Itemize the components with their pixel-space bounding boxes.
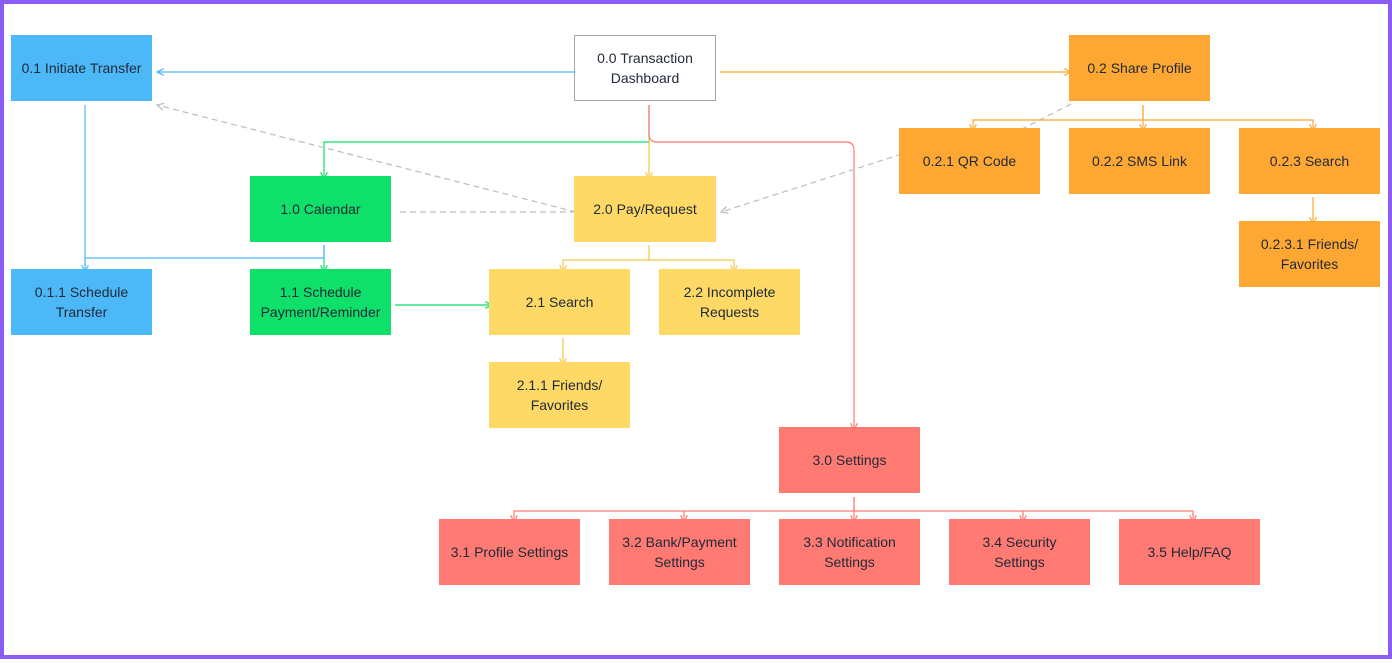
node-settings[interactable]: 3.0 Settings bbox=[779, 427, 920, 493]
edge-settings-to-help bbox=[1023, 510, 1193, 522]
node-schedule-payment-reminder[interactable]: 1.1 Schedule Payment/Reminder bbox=[250, 269, 391, 335]
node-profile-friends-favorites[interactable]: 0.2.3.1 Friends/ Favorites bbox=[1239, 221, 1380, 287]
node-initiate-transfer[interactable]: 0.1 Initiate Transfer bbox=[11, 35, 152, 101]
edge-pay-request-to-initiate-transfer-dashed bbox=[157, 105, 577, 213]
node-incomplete-requests[interactable]: 2.2 Incomplete Requests bbox=[659, 269, 800, 335]
edge-dashboard-to-calendar bbox=[324, 105, 650, 179]
edge-pay-request-to-incomplete bbox=[649, 259, 734, 272]
edge-dashboard-to-settings bbox=[648, 105, 854, 430]
node-transaction-dashboard[interactable]: 0.0 Transaction Dashboard bbox=[574, 35, 716, 101]
node-pay-search[interactable]: 2.1 Search bbox=[489, 269, 630, 335]
edge-share-profile-to-search bbox=[1143, 119, 1313, 131]
node-profile-settings[interactable]: 3.1 Profile Settings bbox=[439, 519, 580, 585]
edge-calendar-to-schedule-transfer bbox=[84, 245, 325, 272]
node-security-settings[interactable]: 3.4 Security Settings bbox=[949, 519, 1090, 585]
node-schedule-transfer[interactable]: 0.1.1 Schedule Transfer bbox=[11, 269, 152, 335]
node-pay-friends-favorites[interactable]: 2.1.1 Friends/ Favorites bbox=[489, 362, 630, 428]
node-calendar[interactable]: 1.0 Calendar bbox=[250, 176, 391, 242]
edge-pay-request-to-search bbox=[563, 245, 650, 272]
node-profile-search[interactable]: 0.2.3 Search bbox=[1239, 128, 1380, 194]
node-bank-payment-settings[interactable]: 3.2 Bank/Payment Settings bbox=[609, 519, 750, 585]
node-pay-request[interactable]: 2.0 Pay/Request bbox=[574, 176, 716, 242]
node-share-profile[interactable]: 0.2 Share Profile bbox=[1069, 35, 1210, 101]
node-qr-code[interactable]: 0.2.1 QR Code bbox=[899, 128, 1040, 194]
node-notification-settings[interactable]: 3.3 Notification Settings bbox=[779, 519, 920, 585]
node-sms-link[interactable]: 0.2.2 SMS Link bbox=[1069, 128, 1210, 194]
node-help-faq[interactable]: 3.5 Help/FAQ bbox=[1119, 519, 1260, 585]
connector-lines bbox=[4, 4, 1392, 663]
edge-qr-code-to-pay-request-dashed bbox=[721, 153, 903, 212]
